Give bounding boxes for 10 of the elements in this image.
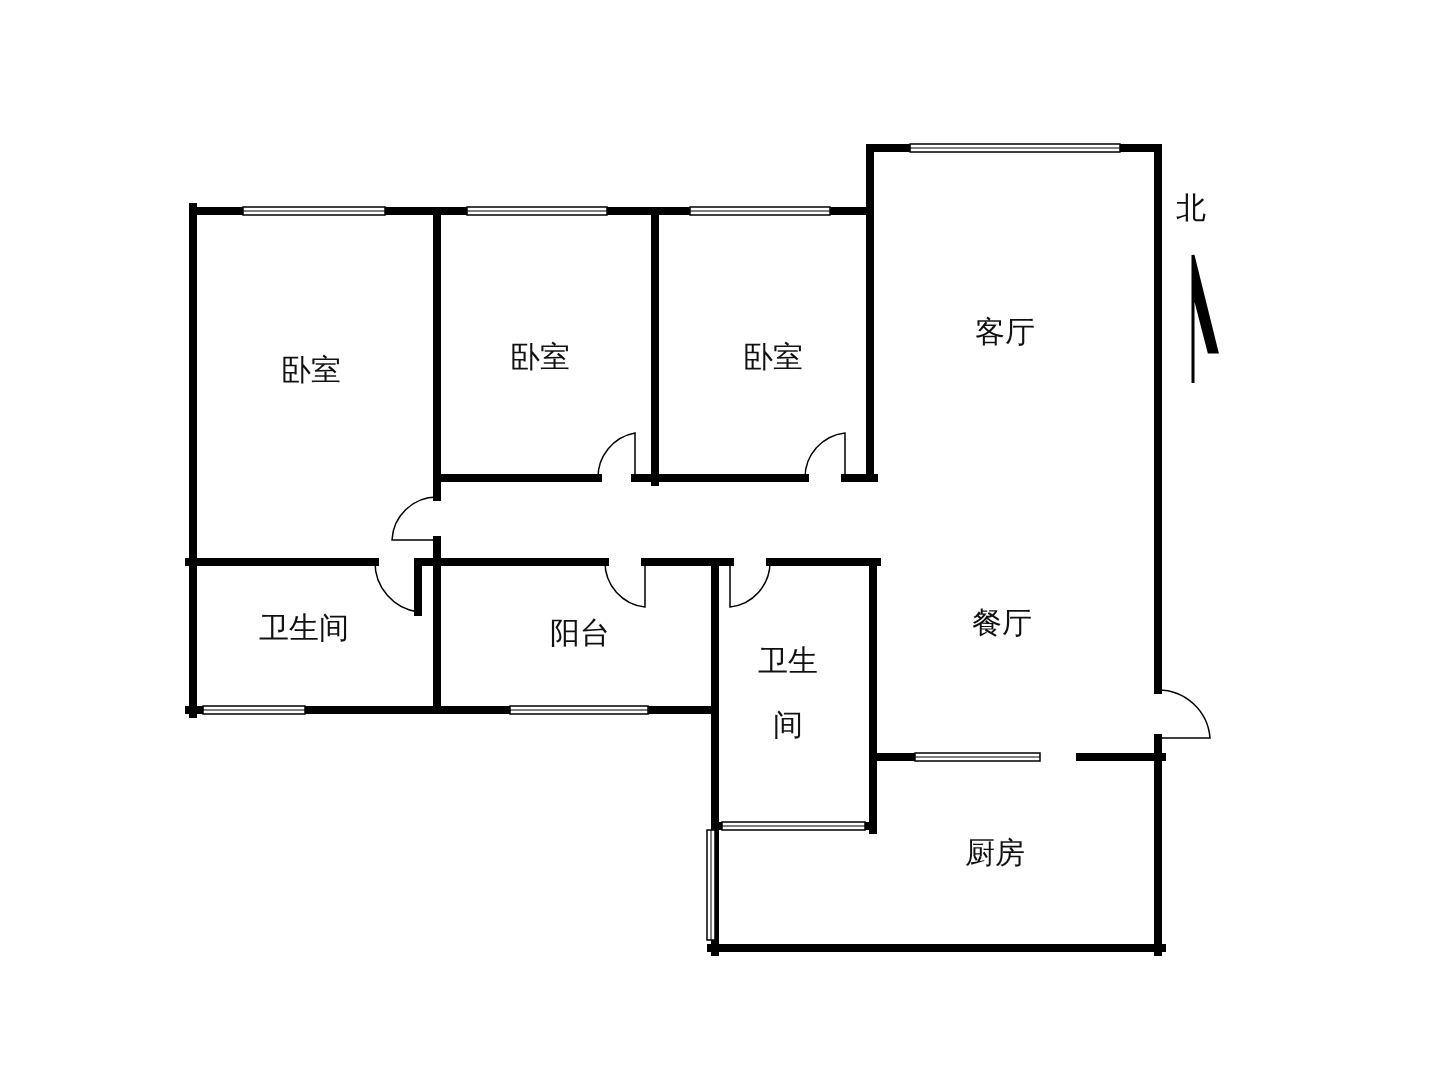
room-label: 客厅 — [975, 314, 1035, 350]
room-label: 卧室 — [743, 339, 803, 375]
room-label: 卧室 — [510, 339, 570, 375]
room-label: 卫生间 — [757, 642, 819, 744]
north-label: 北 — [1176, 190, 1206, 226]
room-label: 餐厅 — [972, 605, 1032, 641]
room-label: 卧室 — [281, 352, 341, 388]
room-label: 卫生间 — [259, 610, 349, 646]
room-label: 阳台 — [550, 615, 610, 651]
room-label: 厨房 — [965, 835, 1025, 871]
